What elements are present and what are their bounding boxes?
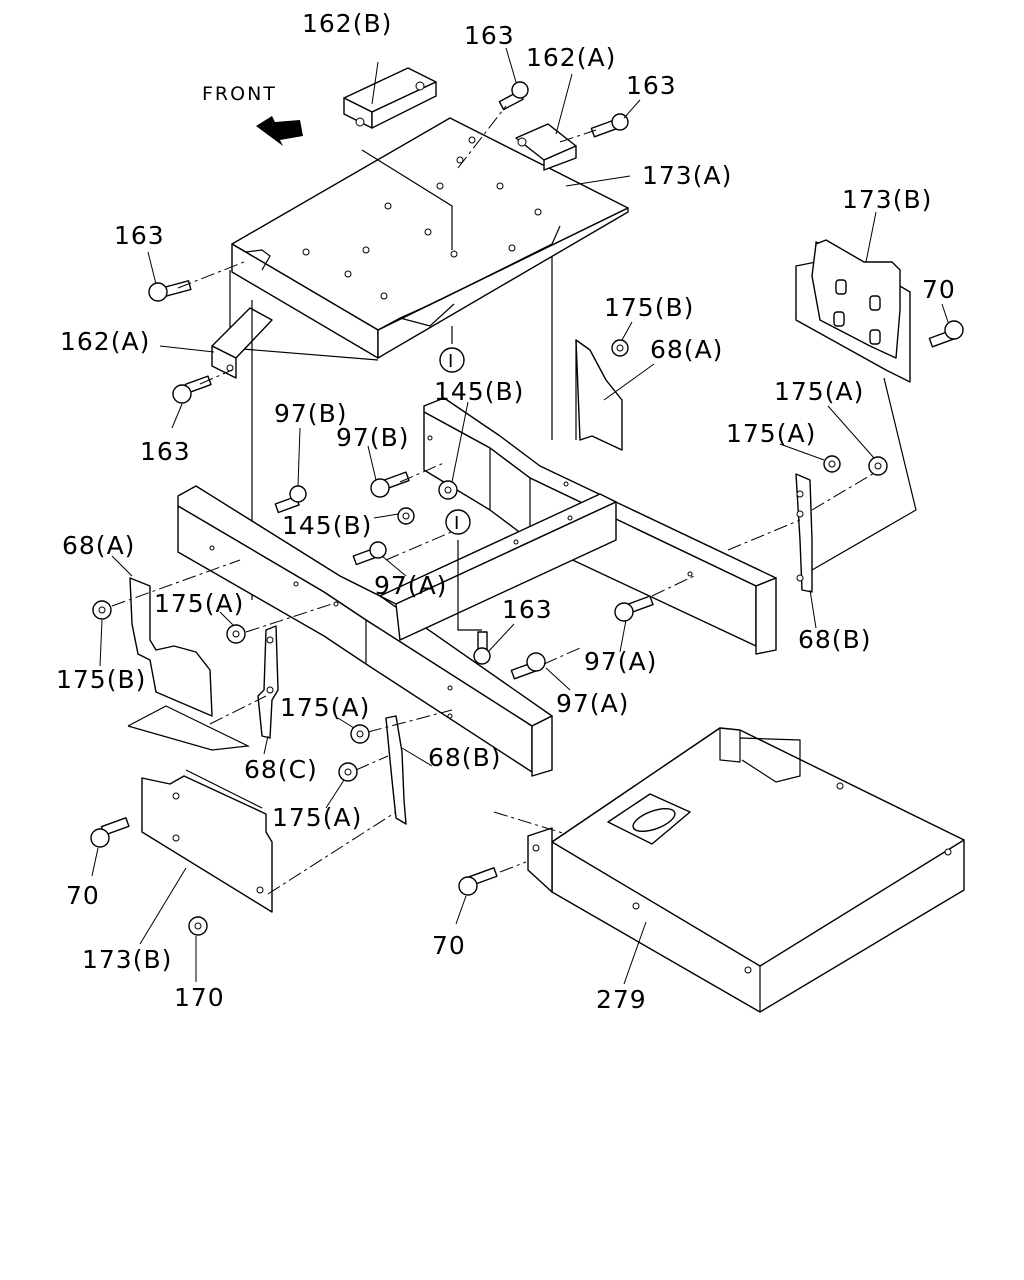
callout-97a-a: 97(A) bbox=[374, 571, 447, 600]
callout-175a-r2: 175(A) bbox=[726, 419, 816, 448]
callout-68a-left: 68(A) bbox=[62, 531, 135, 560]
callout-175a-left: 175(A) bbox=[154, 589, 244, 618]
nut-175a-c1 bbox=[350, 724, 370, 744]
bolt-163-mid bbox=[473, 631, 491, 665]
callout-97a-c: 97(A) bbox=[556, 689, 629, 718]
nut-175a-c2 bbox=[338, 762, 358, 782]
callout-97b-b: 97(B) bbox=[336, 423, 409, 452]
bolt-163-left-lower bbox=[172, 375, 212, 404]
bolt-97a-b bbox=[614, 595, 654, 622]
section-marker-lower: I bbox=[445, 509, 471, 535]
callout-279: 279 bbox=[596, 985, 647, 1014]
callout-175b-mid: 175(B) bbox=[604, 293, 694, 322]
section-marker-upper-label: I bbox=[448, 351, 453, 372]
tray-279 bbox=[527, 727, 965, 1013]
bracket-68a-left bbox=[129, 577, 213, 717]
callout-163-top-right: 163 bbox=[626, 71, 677, 100]
callout-162b: 162(B) bbox=[302, 9, 392, 38]
callout-97a-b: 97(A) bbox=[584, 647, 657, 676]
front-direction-label: FRONT bbox=[202, 83, 277, 105]
callout-145b-b: 145(B) bbox=[282, 511, 372, 540]
nut-175b-mid bbox=[611, 339, 629, 357]
callout-163-left: 163 bbox=[114, 221, 165, 250]
bracket-68c bbox=[257, 625, 279, 739]
section-marker-upper: I bbox=[439, 347, 465, 373]
callout-163-left-lower: 163 bbox=[140, 437, 191, 466]
callout-162a-top: 162(A) bbox=[526, 43, 616, 72]
section-marker-lower-label: I bbox=[454, 513, 459, 534]
nut-170 bbox=[188, 916, 208, 936]
bolt-70-bottom bbox=[458, 867, 498, 896]
callout-68b-right: 68(B) bbox=[798, 625, 871, 654]
callout-68c: 68(C) bbox=[244, 755, 318, 784]
nut-175a-r1 bbox=[823, 455, 841, 473]
bracket-68a-mid bbox=[575, 339, 623, 451]
bolt-97a-c bbox=[510, 652, 546, 680]
callout-175b-left: 175(B) bbox=[56, 665, 146, 694]
bracket-68b-mid bbox=[385, 715, 407, 825]
callout-175a-c1: 175(A) bbox=[280, 693, 370, 722]
bolt-163-top-right bbox=[590, 113, 629, 138]
frame-rail-left bbox=[177, 485, 553, 777]
callout-163-top: 163 bbox=[464, 21, 515, 50]
bolt-97b-b bbox=[370, 471, 410, 498]
bolt-97a-a bbox=[352, 541, 387, 566]
panel-173b-right bbox=[795, 239, 911, 383]
callout-173b-left: 173(B) bbox=[82, 945, 172, 974]
callout-175a-r1: 175(A) bbox=[774, 377, 864, 406]
bolt-70-right bbox=[928, 320, 964, 348]
callout-163-mid: 163 bbox=[502, 595, 553, 624]
callout-173a: 173(A) bbox=[642, 161, 732, 190]
bracket-162b bbox=[343, 67, 437, 129]
nut-175a-left bbox=[226, 624, 246, 644]
bolt-97b-a bbox=[274, 485, 307, 514]
nut-145b-b bbox=[397, 507, 415, 525]
floor-panel-173a bbox=[229, 117, 629, 361]
nut-175b-left bbox=[92, 600, 112, 620]
callout-68a-mid: 68(A) bbox=[650, 335, 723, 364]
crossmember bbox=[379, 493, 617, 641]
nut-175a-r2 bbox=[868, 456, 888, 476]
bracket-162a-top bbox=[515, 123, 577, 171]
callout-173b-right: 173(B) bbox=[842, 185, 932, 214]
callout-170: 170 bbox=[174, 983, 225, 1012]
bolt-163-top bbox=[498, 81, 529, 111]
bolt-70-left bbox=[90, 817, 130, 848]
bracket-68b-right bbox=[795, 473, 813, 593]
panel-173b-left bbox=[141, 769, 273, 913]
callout-70-right: 70 bbox=[922, 275, 956, 304]
callout-70-left: 70 bbox=[66, 881, 100, 910]
front-arrow-icon bbox=[256, 116, 303, 146]
callout-162a-left: 162(A) bbox=[60, 327, 150, 356]
bracket-162a-left bbox=[211, 307, 273, 379]
callout-70-bottom: 70 bbox=[432, 931, 466, 960]
callout-145b-a: 145(B) bbox=[434, 377, 524, 406]
callout-68b-mid: 68(B) bbox=[428, 743, 501, 772]
callout-97b-a: 97(B) bbox=[274, 399, 347, 428]
nut-145b-a bbox=[438, 480, 458, 500]
callout-175a-c2: 175(A) bbox=[272, 803, 362, 832]
bolt-163-left bbox=[148, 280, 192, 302]
